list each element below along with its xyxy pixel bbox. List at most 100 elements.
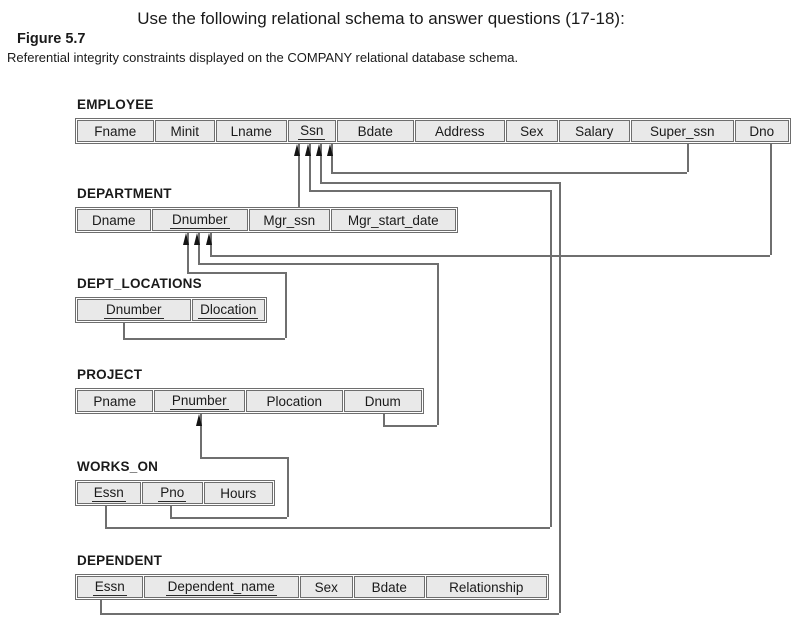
primary-key-attribute-label: Dependent_name [165,578,277,596]
table-dept_locations: Dnumber Dlocation [75,297,267,323]
fk-super_ssn-to-employee-ssn-segment [687,144,689,172]
column-department-mgr_ssn: Mgr_ssn [249,209,330,231]
primary-key-attribute-label: Essn [91,484,126,502]
primary-key-attribute-label: Ssn [298,122,326,140]
column-department-mgr_start_date: Mgr_start_date [330,209,456,231]
primary-key-attribute-label: Essn [92,578,127,596]
column-employee-salary: Salary [558,120,630,142]
primary-key-attribute-label: Dlocation [198,301,259,319]
column-dependent-essn: Essn [77,576,143,598]
instruction-text: Use the following relational schema to a… [137,9,625,28]
column-dept_locations-dlocation: Dlocation [191,299,265,321]
fk-dependent-essn-to-employee-ssn-segment [559,182,561,613]
attribute-label: Bdate [357,123,393,139]
fk-project-dnum-to-department-dnumber-arrowhead [194,233,200,245]
attribute-label: Minit [170,123,199,139]
table-department: Dname Dnumber Mgr_ssn Mgr_start_date [75,207,458,233]
column-department-dname: Dname [77,209,151,231]
attribute-label: Sex [314,579,338,595]
column-project-dnum: Dnum [343,390,422,412]
column-department-dnumber: Dnumber [151,209,248,231]
fk-project-dnum-to-department-dnumber-segment [437,263,439,425]
table-employee: Fname Minit Lname Ssn Bdate Address Sex Salary S… [75,118,791,144]
fk-works_on-essn-to-employee-ssn-segment [309,144,311,190]
table-project: Pname Pnumber Plocation Dnum [75,388,424,414]
column-works_on-hours: Hours [204,482,273,504]
fk-dependent-essn-to-employee-ssn-arrowhead [316,144,322,156]
column-dependent-sex: Sex [300,576,353,598]
attribute-label: Salary [575,123,614,139]
fk-project-dnum-to-department-dnumber-segment [198,233,200,263]
column-employee-dno: Dno [734,120,789,142]
fk-dependent-essn-to-employee-ssn-segment [100,613,559,615]
attribute-label: Sex [520,123,544,139]
fk-dept_locations-dnumber-to-department-dnumber-segment [123,338,285,340]
attribute-label: Relationship [449,579,524,595]
fk-mgr_ssn-to-employee-ssn-segment [298,144,300,207]
column-dependent-relationship: Relationship [426,576,547,598]
fk-works_on-essn-to-employee-ssn-segment [550,190,552,527]
table-name-works_on: WORKS_ON [77,459,159,474]
table-name-dept_locations: DEPT_LOCATIONS [77,276,202,291]
attribute-label: Pname [93,393,137,409]
fk-super_ssn-to-employee-ssn-arrowhead [327,144,333,156]
fk-works_on-pno-to-project-pnumber-segment [287,457,289,517]
attribute-label: Dnum [364,393,401,409]
fk-dependent-essn-to-employee-ssn-segment [320,182,559,184]
fk-project-dnum-to-department-dnumber-segment [383,414,385,425]
fk-dno-to-department-dnumber-segment [210,255,770,257]
fk-project-dnum-to-department-dnumber-segment [383,425,437,427]
primary-key-attribute-label: Pnumber [169,392,229,410]
fk-dept_locations-dnumber-to-department-dnumber-segment [123,323,125,338]
fk-works_on-essn-to-employee-ssn-segment [309,190,550,192]
attribute-label: Hours [220,485,257,501]
fk-super_ssn-to-employee-ssn-segment [331,144,333,172]
column-project-pname: Pname [77,390,153,412]
column-works_on-essn: Essn [77,482,141,504]
column-dependent-bdate: Bdate [353,576,425,598]
attribute-label: Dname [91,212,136,228]
fk-works_on-pno-to-project-pnumber-segment [200,457,287,459]
fk-dependent-essn-to-employee-ssn-segment [320,144,322,182]
attribute-label: Dno [749,123,775,139]
table-name-dependent: DEPENDENT [77,553,163,568]
column-dependent-dependent_name: Dependent_name [143,576,299,598]
fk-dependent-essn-to-employee-ssn-segment [100,600,102,613]
fk-dept_locations-dnumber-to-department-dnumber-segment [187,272,285,274]
column-employee-ssn: Ssn [287,120,336,142]
fk-works_on-essn-to-employee-ssn-arrowhead [305,144,311,156]
attribute-label: Lname [230,123,272,139]
attribute-label: Address [434,123,485,139]
fk-mgr_ssn-to-employee-ssn-arrowhead [294,144,300,156]
fk-works_on-pno-to-project-pnumber-segment [170,517,287,519]
fk-dno-to-department-dnumber-arrowhead [206,233,212,245]
fk-dept_locations-dnumber-to-department-dnumber-segment [285,272,287,338]
fk-dept_locations-dnumber-to-department-dnumber-arrowhead [183,233,189,245]
table-name-department: DEPARTMENT [77,186,172,201]
primary-key-attribute-label: Pno [158,484,187,502]
column-employee-minit: Minit [154,120,215,142]
attribute-label: Mgr_ssn [263,212,316,228]
fk-works_on-essn-to-employee-ssn-segment [105,506,107,527]
fk-super_ssn-to-employee-ssn-segment [331,172,687,174]
fk-works_on-pno-to-project-pnumber-arrowhead [196,414,202,426]
column-employee-address: Address [414,120,505,142]
primary-key-attribute-label: Dnumber [103,301,164,319]
primary-key-attribute-label: Dnumber [169,211,230,229]
attribute-label: Super_ssn [649,123,715,139]
fk-works_on-pno-to-project-pnumber-segment [200,414,202,457]
figure-caption: Referential integrity constraints displa… [7,50,519,65]
table-dependent: Essn Dependent_name Sex Bdate Relationship [75,574,549,600]
column-dept_locations-dnumber: Dnumber [77,299,191,321]
attribute-label: Plocation [266,393,323,409]
table-name-project: PROJECT [77,367,143,382]
column-project-pnumber: Pnumber [153,390,245,412]
fk-dno-to-department-dnumber-segment [770,144,772,255]
fk-works_on-essn-to-employee-ssn-segment [105,527,550,529]
fk-dept_locations-dnumber-to-department-dnumber-segment [187,233,189,272]
column-works_on-pno: Pno [141,482,203,504]
attribute-label: Fname [94,123,137,139]
figure-label: Figure 5.7 [17,31,86,47]
